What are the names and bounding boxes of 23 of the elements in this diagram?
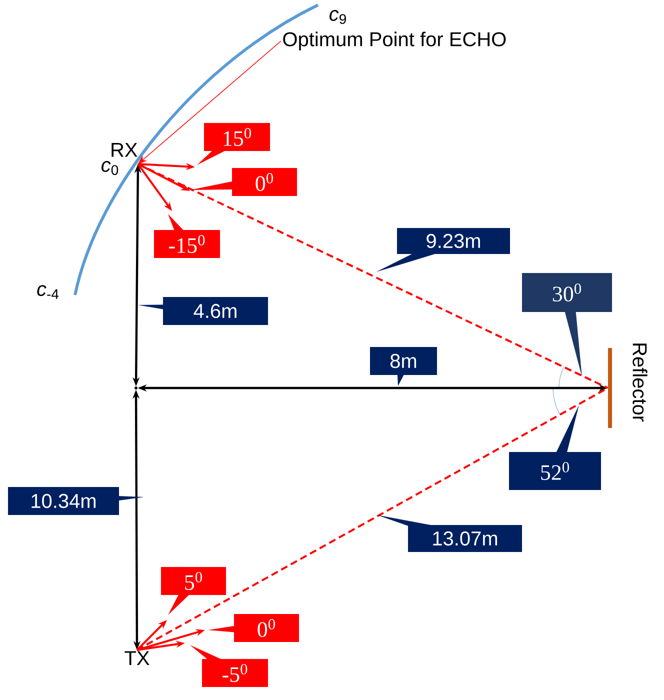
- curve-label: c$_{-4}$: [37, 285, 59, 299]
- callout-label: 8m: [370, 347, 437, 386]
- callout-label: 9.23m: [376, 228, 510, 272]
- callout-label: -15$^{0}$: [154, 214, 220, 258]
- curve-label: c$_{0}$: [102, 161, 118, 175]
- side-label: Reflector: [632, 344, 648, 422]
- callout-label: 5$^{0}$: [161, 567, 226, 615]
- callout-label: 13.07m: [377, 515, 522, 552]
- curve-label: c$_{9}$: [330, 10, 346, 24]
- node-label: RX: [112, 143, 138, 157]
- callout-label: 10.34m: [8, 487, 144, 515]
- callout-label: 0$^{0}$: [208, 614, 299, 642]
- junction-point: [134, 386, 138, 390]
- callout-label: 52$^{0}$: [509, 405, 601, 490]
- callout-label: 15$^{0}$: [197, 123, 270, 165]
- callout-label: 30$^{0}$: [522, 273, 612, 377]
- reflector-bar: [608, 348, 612, 428]
- node-label: TX: [124, 651, 150, 665]
- callout-label: 0$^{0}$: [190, 168, 297, 196]
- node-label: Optimum Point for ECHO: [283, 32, 506, 50]
- leader-line: [138, 40, 282, 164]
- callout-label: 4.6m: [138, 297, 268, 325]
- callout-label: -5$^{0}$: [190, 645, 268, 687]
